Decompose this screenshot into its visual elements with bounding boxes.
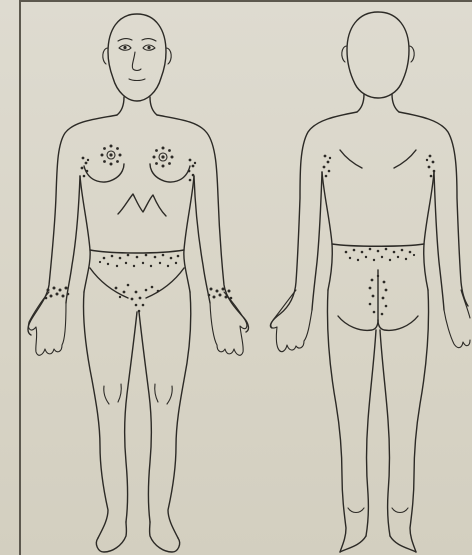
- front-left-knee: [167, 386, 172, 404]
- back-lower-back-lesions: [345, 248, 415, 261]
- front-right-ear: [103, 48, 108, 64]
- front-right-arm-inner: [66, 176, 80, 303]
- front-right-hand: [28, 292, 66, 355]
- back-right-ear: [342, 46, 347, 62]
- front-left-ear: [166, 48, 171, 64]
- front-right-leg-outer: [83, 292, 108, 538]
- back-left-hand: [444, 290, 470, 348]
- front-waist-line: [90, 250, 184, 253]
- front-left-leg-outer: [168, 292, 191, 538]
- back-left-scapula: [394, 150, 416, 168]
- back-right-axilla-lesions: [323, 155, 332, 178]
- front-right-leg-inner: [125, 312, 137, 522]
- back-left-ear: [409, 46, 414, 62]
- front-right-foot: [96, 522, 126, 552]
- front-neck-right: [117, 97, 124, 115]
- front-right-pupil: [123, 46, 126, 49]
- front-lower-abdomen-lesions: [99, 254, 179, 267]
- front-torso-left-side: [184, 176, 194, 292]
- back-right-leg-outer: [327, 290, 346, 552]
- back-torso-right-side: [322, 172, 332, 290]
- front-costal-margin: [118, 194, 166, 216]
- front-pubic-lesions: [115, 284, 160, 313]
- front-right-brow: [118, 39, 132, 41]
- front-left-arm-inner: [194, 176, 210, 303]
- front-left-breast-lesion-cluster: [153, 147, 174, 168]
- front-left-pupil: [147, 46, 150, 49]
- front-left-leg-inner: [139, 312, 151, 522]
- front-left-foot: [150, 522, 180, 552]
- back-right-heel: [348, 508, 364, 513]
- back-right-scapula: [340, 150, 362, 168]
- front-left-shoulder-arm-outer: [157, 115, 248, 332]
- back-right-arm-inner: [312, 172, 322, 310]
- front-mouth: [129, 79, 145, 81]
- front-right-breast-lesion-cluster: [101, 145, 122, 166]
- front-torso-right-side: [80, 176, 90, 292]
- front-left-groin: [146, 268, 184, 298]
- back-head-outline: [347, 12, 409, 98]
- back-view-figure: [270, 12, 470, 552]
- front-right-groin: [90, 268, 128, 298]
- back-left-arm-inner: [434, 172, 444, 310]
- front-left-axilla-lesions: [188, 159, 197, 182]
- front-head-outline: [108, 14, 166, 101]
- back-right-buttock: [338, 316, 378, 330]
- front-left-hand: [210, 292, 247, 355]
- back-torso-left-side: [424, 172, 434, 290]
- front-left-knee-inner: [155, 384, 158, 402]
- back-neck-left: [392, 94, 399, 112]
- back-left-buttock: [378, 316, 418, 330]
- front-neck-left: [150, 97, 157, 115]
- back-left-leg-inner: [380, 330, 390, 536]
- front-left-brow: [142, 39, 156, 41]
- back-neck-right: [357, 94, 364, 112]
- front-right-knee-inner: [118, 384, 121, 402]
- front-left-breast: [150, 164, 190, 182]
- front-view-figure: [28, 14, 248, 552]
- front-right-knee: [104, 386, 109, 404]
- front-right-breast: [84, 164, 124, 182]
- back-left-shoulder-arm-outer: [399, 112, 468, 306]
- back-left-heel: [392, 508, 408, 513]
- front-nose: [132, 52, 141, 71]
- back-left-leg-outer: [410, 290, 429, 552]
- back-waist-line: [332, 244, 424, 246]
- back-right-leg-inner: [366, 330, 376, 536]
